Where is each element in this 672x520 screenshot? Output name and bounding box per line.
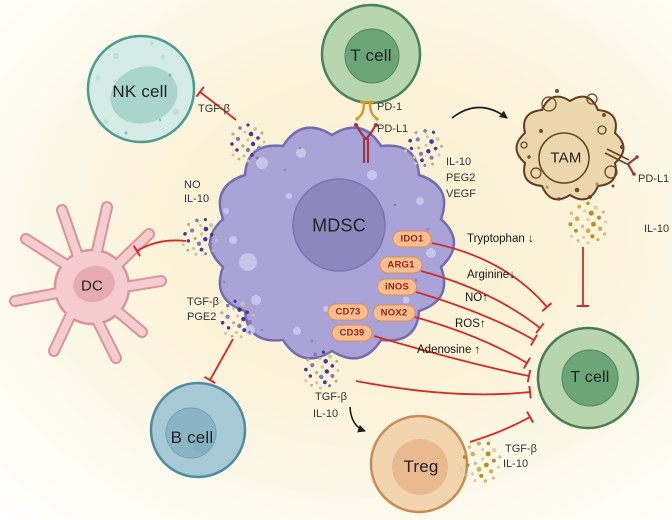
nk-cell-body [86, 34, 196, 144]
tam-cell-body [515, 89, 625, 201]
secretion-label-tgfb-il10-treg: TGF-β IL-10 [313, 389, 347, 423]
pd1-label: PD-1 [377, 101, 403, 113]
effect-label-ros: ROS↑ [455, 318, 486, 330]
mdsc-cell-body [208, 126, 456, 360]
secretion-line: IL-10 [503, 457, 529, 470]
inhibition-line-arg1-tcell [420, 270, 540, 328]
enzyme-badge-cd73: CD73 [327, 303, 369, 321]
secretion-line: VEGF [446, 188, 476, 200]
enzyme-badge-ido1: IDO1 [392, 230, 432, 248]
inhibition-line-treg-tcell [469, 417, 530, 443]
tam-pdl1-receptor-icon [604, 148, 639, 176]
enzyme-badge-nox2: NOX2 [372, 304, 416, 322]
secretion-label-tgfb-nk: TGF-β [198, 103, 230, 115]
nk-cell-label: NK cell [112, 82, 168, 101]
secretion-label-tgfb-il10-treg-out: TGF-β IL-10 [503, 442, 537, 471]
enzyme-badge-arg1: ARG1 [379, 256, 423, 274]
b-cell-label: B cell [170, 428, 214, 447]
secretion-label-tgfb-pge2-b: TGF-β PGE2 [187, 295, 219, 325]
secretion-line: IL-10 [184, 193, 210, 205]
tam-pdl1-label: PD-L1 [638, 173, 670, 185]
inhibition-line-ido1-tcell [431, 242, 547, 307]
tam-nucleus [538, 132, 590, 184]
secretion-line: IL-10 [313, 408, 339, 420]
secretion-label-il10-tam-out: IL-10 [644, 223, 670, 235]
inhibition-line-cd39-tcell [373, 335, 529, 376]
t-cell-right-label: T cell [570, 369, 610, 386]
mdsc-vacuoles [223, 148, 436, 342]
mdsc-speckles [222, 146, 430, 343]
activation-arrow-mdsc-tam [451, 106, 508, 119]
mdsc-nucleus [292, 178, 386, 272]
nk-speckles [95, 41, 179, 125]
inhibition-line-nox2-tcell [410, 315, 527, 363]
dc-cell-body [9, 201, 167, 364]
effect-label-adenosine: Adenosine ↑ [417, 344, 481, 356]
secretion-dots-il10-tam-out [568, 201, 608, 245]
tam-label: TAM [550, 149, 582, 167]
t-cell-top-nucleus [344, 28, 400, 84]
pdl1-receptor-icon [354, 123, 378, 164]
treg-label: Treg [403, 457, 439, 476]
secretion-line: TGF-β [505, 443, 537, 455]
activation-arrow-mdsc-treg [349, 406, 366, 433]
secretion-label-il10-peg2-vegf-tam: IL-10 PEG2 VEGF [446, 154, 476, 202]
enzyme-badge-cd39: CD39 [331, 324, 373, 342]
secretion-line: IL-10 [446, 156, 472, 168]
effect-label-tryptophan: Tryptophan ↓ [467, 233, 534, 245]
inhibition-line-mdsc-bcell [210, 338, 234, 380]
pdl1-label: PD-L1 [377, 123, 409, 135]
effect-label-no: NO↑ [465, 292, 488, 304]
tam-granules [527, 89, 624, 201]
mdsc-label: MDSC [312, 215, 366, 236]
t-cell-right-body [536, 326, 640, 430]
b-cell-body [149, 381, 247, 479]
secretion-label-no-il10-dc: NO IL-10 [184, 178, 209, 206]
secretion-line: TGF-β [187, 296, 219, 308]
t-cell-top-body [320, 3, 422, 105]
secretion-line: PEG2 [446, 172, 476, 184]
secretion-line: TGF-β [315, 391, 347, 403]
nk-nucleus [110, 66, 178, 124]
dc-nucleus [73, 265, 115, 303]
secretion-line: PGE2 [187, 311, 217, 323]
effect-label-arginine: Arginine↓ [467, 269, 515, 281]
enzyme-badge-inos: iNOS [376, 278, 418, 296]
tam-vacuoles [520, 93, 618, 179]
inhibition-line-mdsc-dc [137, 239, 187, 251]
inhibition-line-mdsc-dots-tcell [355, 380, 530, 394]
secretion-line: NO [184, 179, 201, 191]
t-cell-right-nucleus [561, 349, 619, 407]
dc-label: DC [80, 277, 104, 295]
t-cell-top-label: T cell [350, 46, 392, 65]
treg-cell-body [369, 414, 469, 514]
treg-nucleus [392, 439, 448, 495]
inhibition-line-mdsc-nk [200, 92, 237, 121]
inhibition-line-inos-tcell [415, 291, 534, 340]
pd1-receptor-icon [355, 100, 379, 121]
